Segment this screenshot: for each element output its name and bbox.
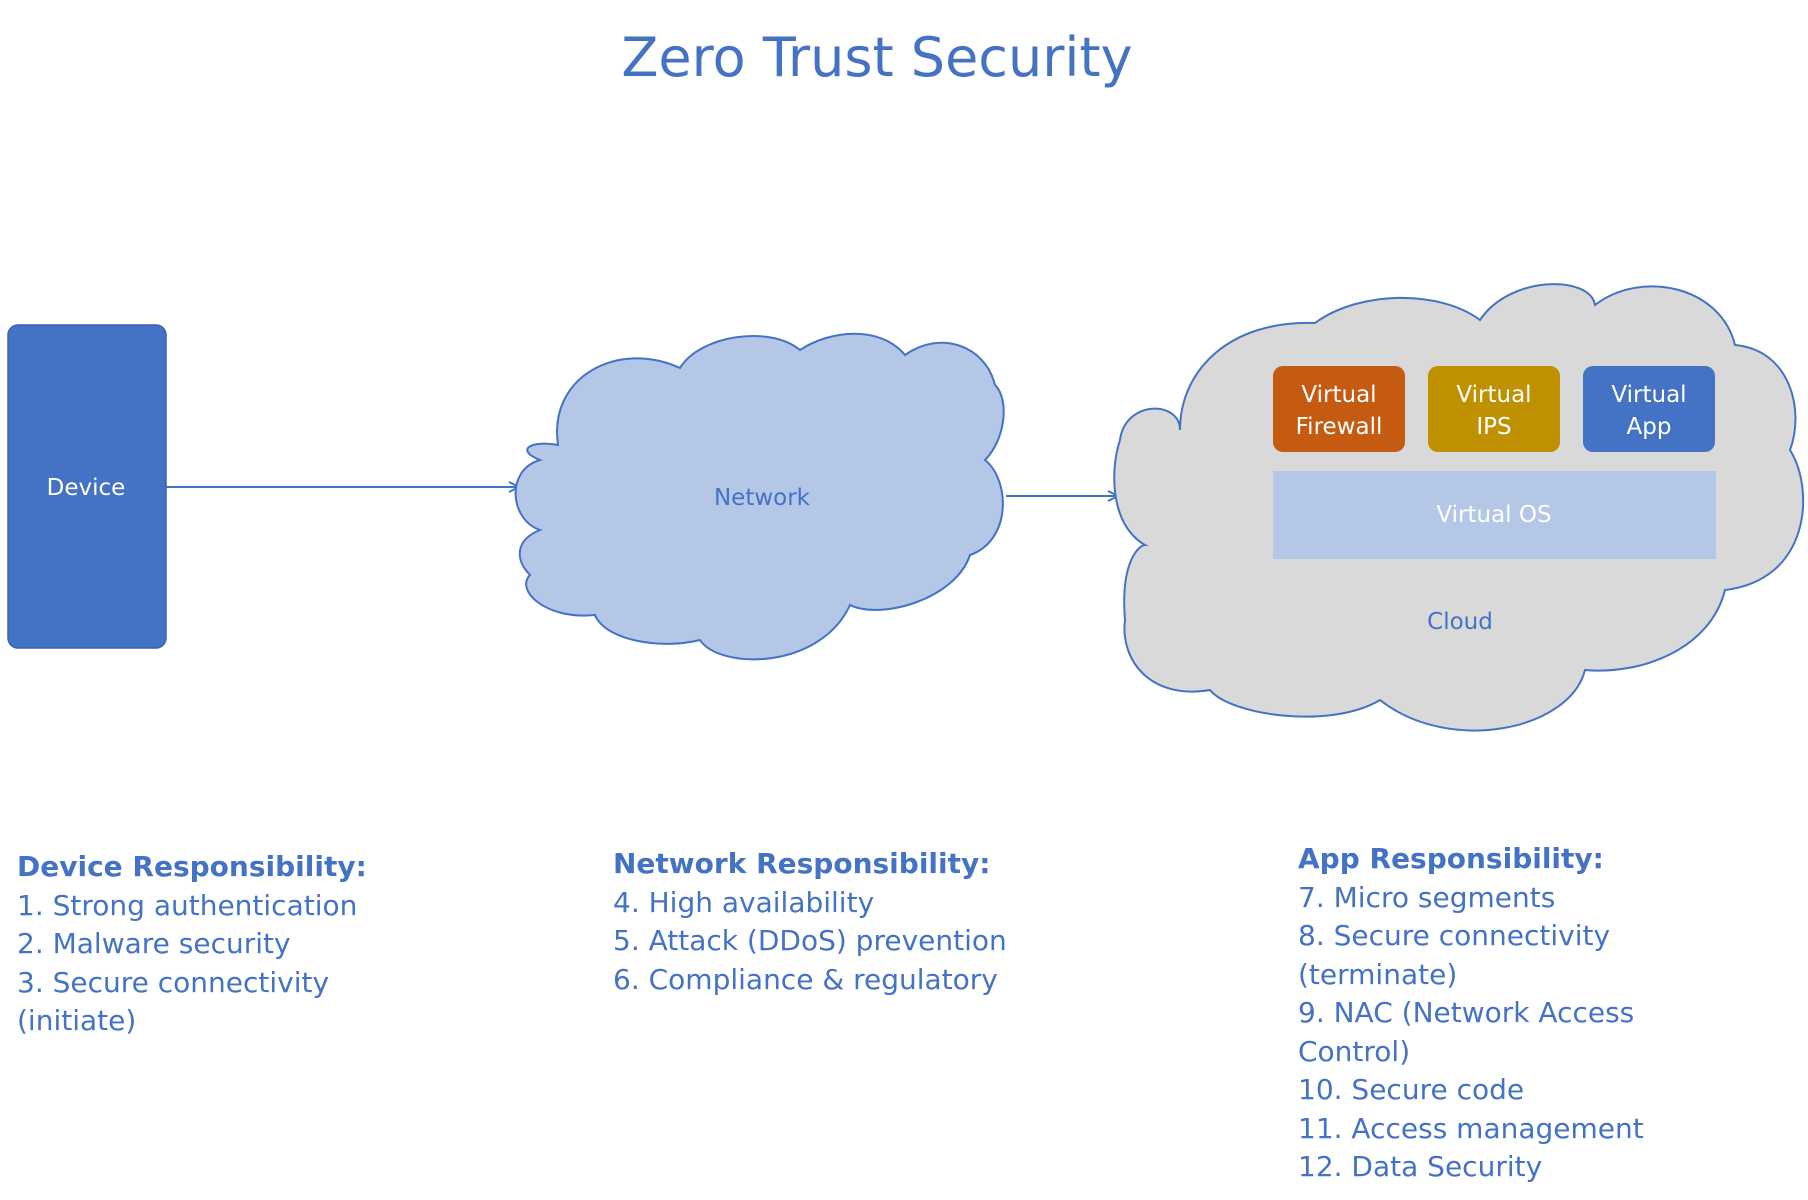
- network-responsibility-item: 5. Attack (DDoS) prevention: [613, 924, 1007, 957]
- app-responsibility-item: 9. NAC (Network Access: [1298, 996, 1635, 1029]
- network-label: Network: [714, 485, 811, 511]
- app-responsibility-item: 8. Secure connectivity: [1298, 919, 1611, 952]
- network-responsibility-item: 4. High availability: [613, 885, 875, 919]
- device-responsibility-item: (initiate): [17, 1004, 137, 1037]
- virtual-firewall-label-2: Firewall: [1296, 414, 1383, 440]
- network-responsibility: Network Responsibility: 4. High availabi…: [613, 845, 1007, 999]
- network-responsibility-item: 6. Compliance & regulatory: [613, 962, 998, 996]
- page-title: Zero Trust Security: [621, 26, 1132, 89]
- network-cloud-shape: [514, 332, 1005, 661]
- device-responsibility-item: 1. Strong authentication: [17, 888, 358, 922]
- virtual-ips-box: [1428, 366, 1560, 452]
- virtual-app-label-1: Virtual: [1611, 382, 1686, 408]
- virtual-firewall-label-1: Virtual: [1301, 382, 1376, 408]
- device-label: Device: [47, 475, 126, 501]
- virtual-firewall-box: [1273, 366, 1405, 452]
- app-responsibility: App Responsibility: 7. Micro segments 8.…: [1298, 840, 1644, 1187]
- network-responsibility-heading: Network Responsibility:: [613, 847, 991, 880]
- virtual-os-node: Virtual OS: [1273, 471, 1716, 559]
- app-responsibility-item: Control): [1298, 1034, 1411, 1068]
- app-responsibility-item: 7. Micro segments: [1298, 880, 1556, 914]
- cloud-label: Cloud: [1427, 609, 1493, 635]
- virtual-app-node: Virtual App: [1583, 366, 1715, 452]
- app-responsibility-item: (terminate): [1298, 957, 1458, 991]
- virtual-ips-label-2: IPS: [1476, 414, 1511, 440]
- virtual-ips-label-1: Virtual: [1456, 382, 1531, 408]
- device-responsibility-heading: Device Responsibility:: [17, 850, 367, 883]
- network-cloud: Network: [514, 332, 1005, 661]
- virtual-app-box: [1583, 366, 1715, 452]
- virtual-firewall-node: Virtual Firewall: [1273, 366, 1405, 452]
- virtual-os-box: [1273, 471, 1716, 559]
- virtual-app-label-2: App: [1627, 414, 1672, 440]
- app-responsibility-heading: App Responsibility:: [1298, 842, 1604, 875]
- device-responsibility: Device Responsibility: 1. Strong authent…: [17, 848, 367, 1041]
- app-responsibility-item: 10. Secure code: [1298, 1073, 1525, 1106]
- virtual-os-label: Virtual OS: [1436, 502, 1551, 528]
- device-responsibility-item: 3. Secure connectivity: [17, 965, 330, 999]
- app-responsibility-item: 11. Access management: [1298, 1111, 1644, 1145]
- cloud-node: Cloud Virtual Firewall Virtual IPS Virtu…: [1113, 283, 1805, 732]
- device-node: Device: [7, 324, 167, 649]
- virtual-ips-node: Virtual IPS: [1428, 366, 1560, 452]
- app-responsibility-item: 12. Data Security: [1298, 1150, 1543, 1183]
- device-responsibility-item: 2. Malware security: [17, 927, 291, 960]
